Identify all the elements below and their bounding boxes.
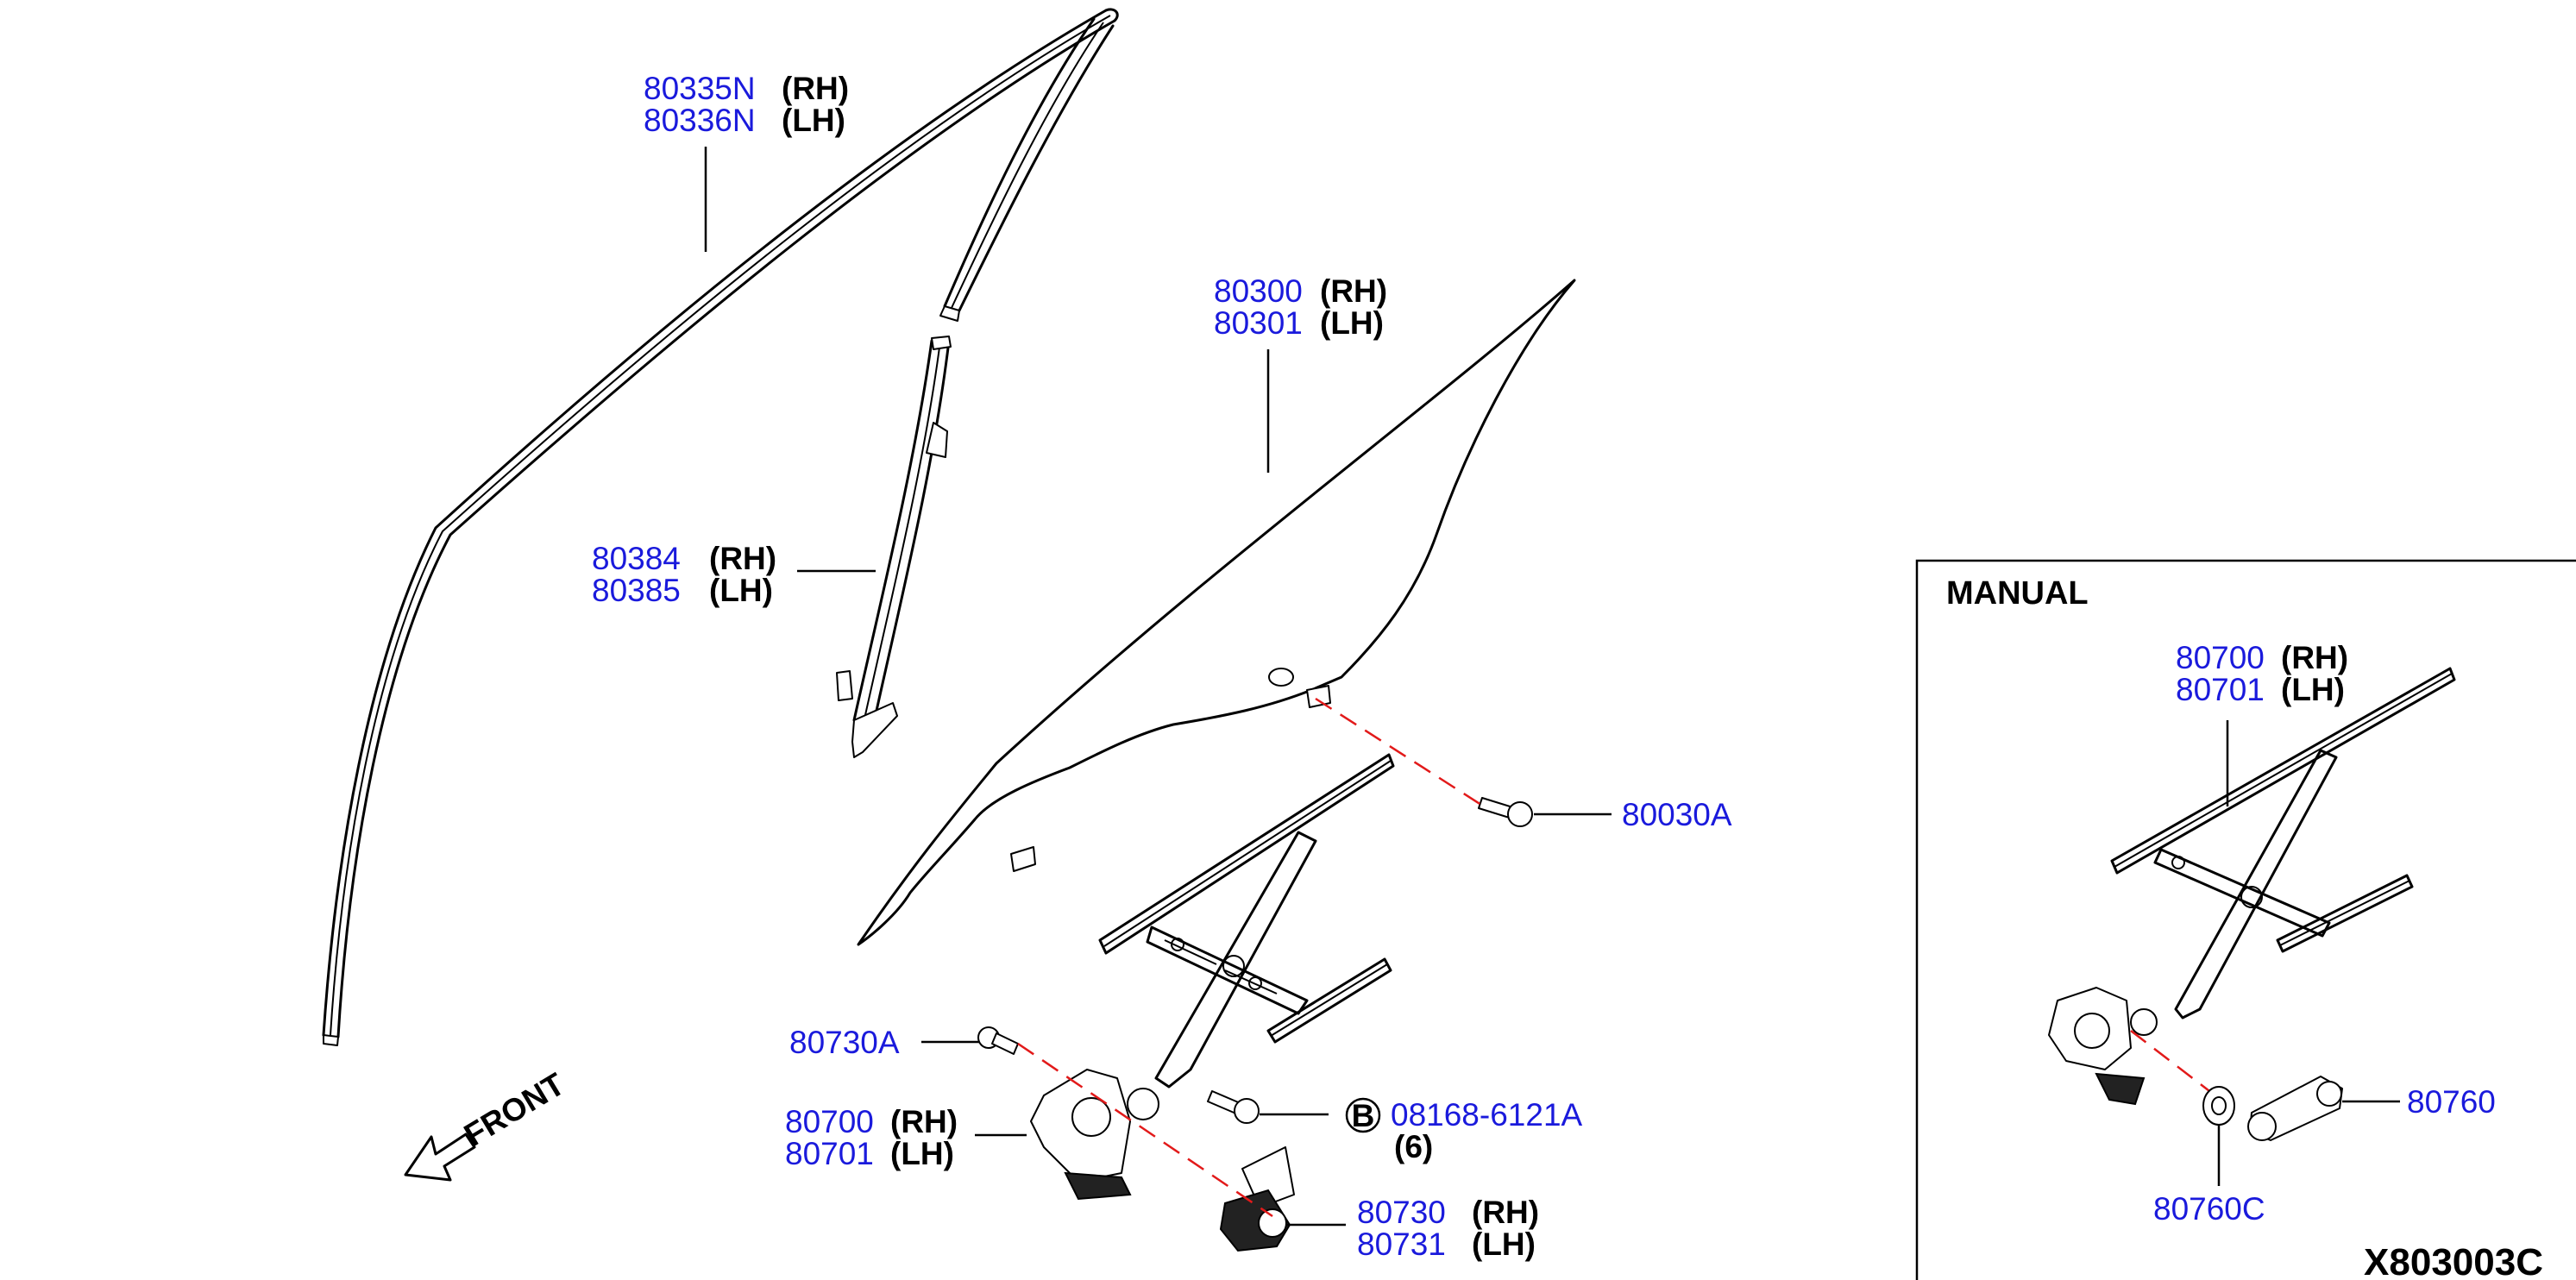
bolt-b-marker: B [1352, 1098, 1375, 1133]
leader-lines [704, 147, 1612, 1227]
label-motor: 80730 (RH) 80731 (LH) [1357, 1195, 1539, 1262]
side-sash-rh: (RH) [709, 541, 776, 576]
part-number-regulator-lh: 80701 [785, 1136, 874, 1171]
window-handle-drawing [2247, 1076, 2343, 1141]
manual-part-number-regulator-rh: 80700 [2176, 640, 2265, 675]
motor-alignment-line [1017, 1042, 1273, 1218]
manual-panel-title: MANUAL [1946, 575, 2089, 612]
part-number-motor-bolt: 80730A [789, 1025, 900, 1060]
door-glass-drawing [857, 279, 1576, 946]
part-number-glass-lh: 80301 [1214, 305, 1303, 341]
bolt-b-quantity: (6) [1394, 1129, 1433, 1164]
label-regulator: 80700 (RH) 80701 (LH) [785, 1104, 958, 1171]
diagram-code: X803003C [2364, 1241, 2543, 1280]
motor-bolt-drawing [977, 1026, 1019, 1055]
side-roof-molding-rh: (RH) [782, 71, 849, 106]
part-number-roof-molding-rh: 80335N [644, 71, 756, 106]
side-roof-molding-lh: (LH) [782, 103, 845, 138]
regulator-motor-drawing [1219, 1146, 1295, 1252]
front-label: FRONT [458, 1066, 571, 1153]
manual-panel: MANUAL 80700 (RH) [1915, 559, 2576, 1280]
side-glass-lh: (LH) [1320, 305, 1384, 341]
side-sash-lh: (LH) [709, 573, 773, 608]
part-number-motor-rh: 80730 [1357, 1195, 1446, 1230]
label-sash: 80384 (RH) 80385 (LH) [592, 541, 776, 608]
manual-regulator-drawing [2048, 667, 2456, 1106]
side-regulator-lh: (LH) [890, 1136, 954, 1171]
part-number-sash-rh: 80384 [592, 541, 681, 576]
manual-part-number-regulator-lh: 80701 [2176, 672, 2265, 707]
glass-bolt-alignment-line [1315, 697, 1485, 808]
label-glass: 80300 (RH) 80301 (LH) [1214, 273, 1387, 341]
part-number-roof-molding-lh: 80336N [644, 103, 756, 138]
escutcheon-drawing [2202, 1086, 2235, 1126]
roof-molding-drawing [322, 8, 1119, 1046]
glass-bolt-drawing [1478, 797, 1533, 827]
part-number-bolt-b: 08168-6121A [1391, 1097, 1583, 1133]
manual-side-regulator-rh: (RH) [2281, 640, 2348, 675]
bolt-b-marker-circle [1345, 1097, 1381, 1133]
part-number-regulator-rh: 80700 [785, 1104, 874, 1139]
part-number-window-handle: 80760 [2407, 1084, 2496, 1120]
front-arrow-icon [404, 1133, 476, 1182]
power-regulator-drawing [1030, 753, 1395, 1201]
manual-panel-border [1915, 559, 2576, 1280]
bolt-b-drawing [1207, 1090, 1260, 1124]
side-glass-rh: (RH) [1320, 273, 1387, 309]
part-number-motor-lh: 80731 [1357, 1227, 1446, 1262]
manual-side-regulator-lh: (LH) [2281, 672, 2345, 707]
part-number-sash-lh: 80385 [592, 573, 681, 608]
sash-drawing [836, 336, 952, 758]
side-motor-rh: (RH) [1472, 1195, 1539, 1230]
label-bolt-b: B 08168-6121A (6) [1345, 1097, 1583, 1164]
manual-alignment-line [2130, 1030, 2214, 1095]
part-number-glass-rh: 80300 [1214, 273, 1303, 309]
part-number-escutcheon: 80760C [2153, 1191, 2265, 1227]
side-motor-lh: (LH) [1472, 1227, 1536, 1262]
label-roof-molding: 80335N (RH) 80336N (LH) [644, 71, 849, 138]
part-number-glass-bolt: 80030A [1622, 797, 1732, 832]
side-regulator-rh: (RH) [890, 1104, 958, 1139]
